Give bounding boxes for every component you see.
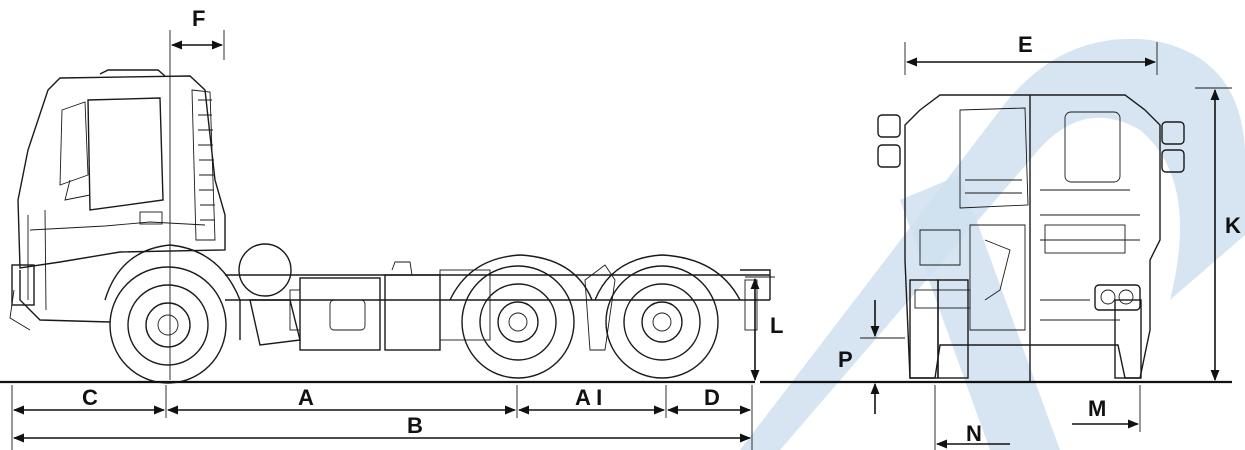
label-e: E <box>1018 32 1033 57</box>
label-c: C <box>82 385 98 410</box>
label-f: F <box>192 6 205 31</box>
label-k: K <box>1225 213 1241 238</box>
label-l: L <box>770 313 783 338</box>
truck-front-view <box>760 94 1232 384</box>
dimension-labels: F E K L P C A A I D B M N <box>82 6 1241 446</box>
label-d: D <box>704 385 720 410</box>
label-a: A <box>298 385 314 410</box>
watermark-logo <box>740 38 1245 450</box>
label-p: P <box>838 347 853 372</box>
label-ai: A I <box>575 385 602 410</box>
label-n: N <box>966 421 982 446</box>
truck-side-view <box>0 69 771 384</box>
dimension-lines <box>11 30 1232 450</box>
label-m: M <box>1088 396 1106 421</box>
label-b: B <box>407 413 423 438</box>
